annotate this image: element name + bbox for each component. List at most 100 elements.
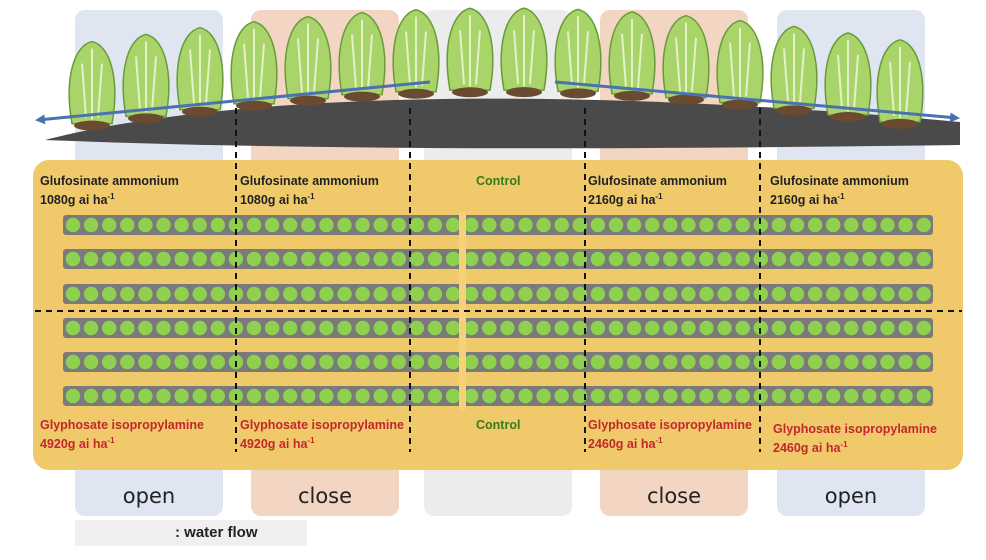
plant-dot bbox=[826, 217, 841, 233]
plant-dot bbox=[65, 217, 81, 233]
plant-dot bbox=[789, 286, 805, 302]
water-flow-arrow-right bbox=[554, 80, 960, 123]
plant-dot bbox=[445, 354, 461, 370]
plant-dot bbox=[826, 286, 841, 302]
plant-dot bbox=[228, 286, 244, 302]
label-top-4: Glufosinate ammonium 2160g ai ha-1 bbox=[588, 174, 727, 208]
napa-cabbage-icon bbox=[662, 14, 710, 105]
plant-dot bbox=[572, 217, 587, 233]
plant-dot bbox=[228, 217, 244, 233]
plant-dot bbox=[391, 286, 406, 302]
plant-dot bbox=[65, 320, 81, 336]
plant-dot bbox=[916, 320, 931, 336]
plant-dot bbox=[880, 320, 895, 336]
plant-dot bbox=[283, 320, 298, 336]
plant-dot bbox=[844, 320, 859, 336]
plant-dot bbox=[590, 251, 606, 267]
plant-dot bbox=[554, 388, 569, 404]
legend-text: : water flow bbox=[175, 524, 258, 541]
plant-dot bbox=[319, 286, 334, 302]
plant-dot bbox=[771, 286, 787, 302]
label-name: Glufosinate ammonium bbox=[588, 174, 727, 188]
plant-dot bbox=[572, 251, 587, 267]
plant-dot bbox=[717, 217, 732, 233]
plant-dot bbox=[120, 286, 135, 302]
plant-dot bbox=[138, 354, 153, 370]
plant-dot bbox=[319, 354, 334, 370]
plant-dot bbox=[699, 251, 714, 267]
plant-dot bbox=[120, 320, 135, 336]
plant-dot bbox=[391, 388, 406, 404]
plant-dot bbox=[192, 388, 207, 404]
plant-dot bbox=[210, 388, 225, 404]
plant-dot bbox=[264, 320, 280, 336]
plant-dot bbox=[681, 251, 696, 267]
plant-dot bbox=[862, 286, 877, 302]
plant-dot bbox=[301, 251, 316, 267]
plant-dot bbox=[844, 286, 859, 302]
plant-dot bbox=[590, 320, 606, 336]
planting-row-strip bbox=[63, 318, 933, 338]
plant-dot bbox=[337, 320, 352, 336]
plant-dot bbox=[83, 217, 99, 233]
plant-dot bbox=[409, 388, 425, 404]
plant-dot bbox=[753, 217, 768, 233]
plant-dot bbox=[210, 354, 225, 370]
label-rate: 2460g ai ha-1 bbox=[588, 436, 663, 452]
plant-dot bbox=[663, 354, 678, 370]
plant-dot bbox=[156, 320, 171, 336]
plant-dot bbox=[156, 217, 171, 233]
plant-dot bbox=[844, 251, 859, 267]
plant-dot bbox=[83, 251, 99, 267]
plant-dot bbox=[409, 354, 425, 370]
plant-dot bbox=[554, 354, 569, 370]
planting-row-strip bbox=[63, 249, 933, 269]
plant-dot bbox=[283, 217, 298, 233]
plant-dot bbox=[337, 286, 352, 302]
plant-dot bbox=[590, 217, 606, 233]
plant-dot bbox=[174, 354, 189, 370]
plant-dot bbox=[319, 320, 334, 336]
plant-dot bbox=[735, 286, 750, 302]
plant-dot bbox=[645, 354, 660, 370]
label-top-2: Glufosinate ammonium 1080g ai ha-1 bbox=[240, 174, 379, 208]
plant-dot bbox=[862, 251, 877, 267]
plant-dot bbox=[65, 286, 81, 302]
plant-dot bbox=[898, 217, 913, 233]
plant-dot bbox=[771, 354, 787, 370]
plant-dot bbox=[608, 320, 624, 336]
planting-row-strip bbox=[63, 284, 933, 304]
plant-dot bbox=[898, 354, 913, 370]
napa-cabbage-icon bbox=[824, 32, 872, 122]
plant-dot bbox=[174, 320, 189, 336]
plant-dot bbox=[608, 388, 624, 404]
plant-dot bbox=[500, 217, 515, 233]
plot-dividers bbox=[35, 108, 962, 452]
plant-dot bbox=[427, 286, 443, 302]
plant-dot bbox=[789, 251, 805, 267]
plant-dot bbox=[735, 388, 750, 404]
plant-dot bbox=[645, 320, 660, 336]
plant-dot bbox=[391, 217, 406, 233]
plant-dot bbox=[735, 354, 750, 370]
plant-dot bbox=[174, 388, 189, 404]
plant-dot bbox=[373, 217, 388, 233]
label-bottom-5: Glyphosate isopropylamine 2460g ai ha-1 bbox=[773, 422, 937, 456]
plant-dot bbox=[409, 251, 425, 267]
plant-dot bbox=[753, 251, 768, 267]
plant-dot bbox=[645, 388, 660, 404]
plant-dot bbox=[120, 251, 135, 267]
plant-dot bbox=[445, 320, 461, 336]
napa-cabbage-icon bbox=[338, 11, 386, 102]
planting-row-strip bbox=[63, 352, 933, 372]
plant-dot bbox=[608, 286, 624, 302]
label-name: Glufosinate ammonium bbox=[770, 174, 909, 188]
label-rate: 1080g ai ha-1 bbox=[240, 192, 315, 208]
napa-cabbage-icon bbox=[500, 7, 548, 98]
plant-dot bbox=[355, 286, 370, 302]
plant-dot bbox=[373, 388, 388, 404]
plant-dot bbox=[626, 251, 642, 267]
plant-dot bbox=[301, 286, 316, 302]
plant-dot bbox=[880, 217, 895, 233]
plant-dot bbox=[138, 217, 153, 233]
